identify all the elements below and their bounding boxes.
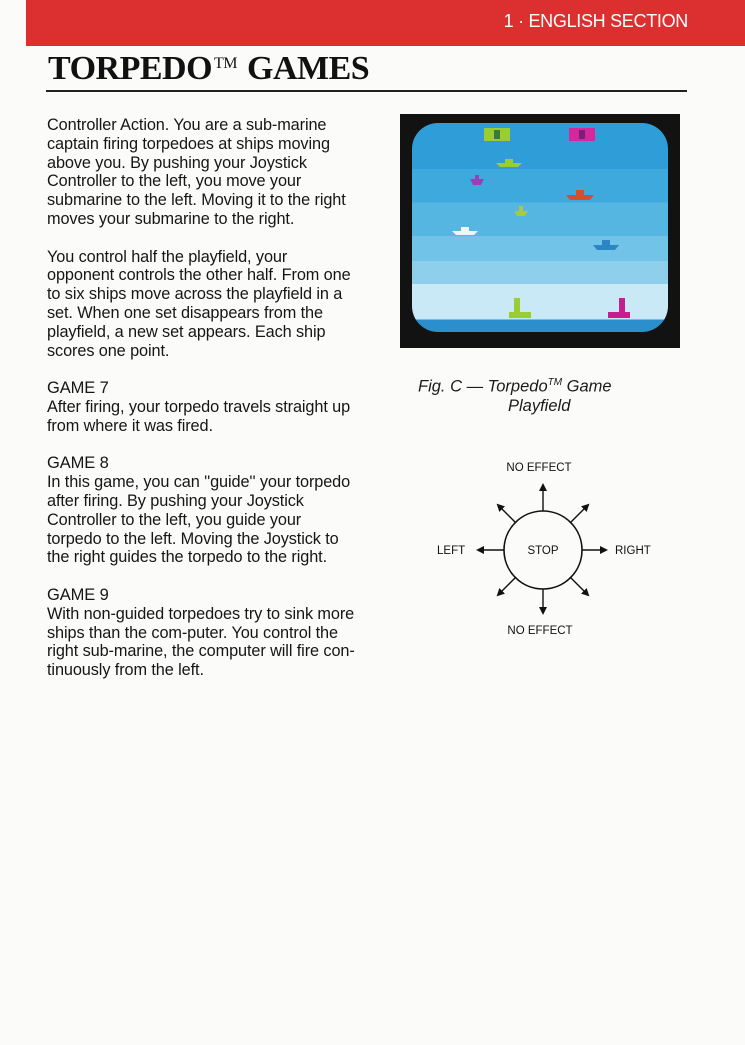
game-8-heading: GAME 8 — [47, 454, 109, 473]
caption-line-2: Playfield — [508, 396, 571, 415]
ship-lime — [514, 206, 528, 216]
intro-lead: Controller Action. — [47, 116, 170, 134]
ship-blue — [593, 240, 619, 250]
header-bar: 1 · ENGLISH SECTION — [26, 0, 745, 46]
game-7-section: GAME 7 After firing, your torpedo travel… — [47, 379, 357, 435]
section-label: 1 · ENGLISH SECTION — [503, 11, 689, 31]
submarine-left — [509, 298, 531, 318]
title-trademark: TM — [214, 55, 238, 72]
playfield-screen — [412, 123, 668, 332]
title-suffix: GAMES — [247, 50, 370, 87]
arrow-up-right — [569, 503, 590, 524]
joystick-diagram: NO EFFECT NO EFFECT LEFT RIGHT STOP — [437, 462, 651, 637]
label-no-effect-bottom: NO EFFECT — [507, 625, 572, 637]
left-score-digit — [494, 130, 500, 139]
intro-paragraph-1: Controller Action. You are a sub-marine … — [47, 116, 357, 229]
ship-red — [566, 190, 594, 200]
label-left: LEFT — [437, 545, 465, 557]
arrow-up-left — [496, 503, 517, 524]
label-stop: STOP — [527, 545, 558, 557]
ship-white — [452, 227, 478, 235]
game-9-text: With non-guided torpedoes try to sink mo… — [47, 604, 355, 680]
arrow-down-right — [569, 576, 590, 597]
right-score-digit — [579, 130, 585, 139]
ship-purple — [470, 175, 484, 185]
title-main: TORPEDO — [48, 50, 213, 87]
label-no-effect-top: NO EFFECT — [506, 462, 571, 474]
game-9-section: GAME 9 With non-guided torpedoes try to … — [47, 586, 357, 680]
playfield-screenshot — [400, 114, 680, 348]
caption-trademark: TM — [547, 377, 563, 388]
label-right: RIGHT — [615, 545, 651, 557]
ship-green — [496, 159, 522, 167]
submarine-right — [608, 298, 630, 318]
arrow-down-left — [496, 576, 517, 597]
body-column: Controller Action. You are a sub-marine … — [47, 116, 357, 699]
caption-line-1: Fig. C — Torpedo — [418, 377, 548, 396]
intro-text: You are a sub-marine captain firing torp… — [47, 116, 346, 228]
title-rule — [46, 90, 687, 92]
game-7-heading: GAME 7 — [47, 379, 109, 398]
game-9-heading: GAME 9 — [47, 585, 109, 604]
game-8-text: In this game, you can ''guide'' your tor… — [47, 473, 351, 567]
intro-paragraph-2: You control half the playfield, your opp… — [47, 247, 351, 360]
game-7-text: After firing, your torpedo travels strai… — [47, 397, 351, 435]
game-8-section: GAME 8 In this game, you can ''guide'' y… — [47, 454, 357, 567]
caption-game: Game — [562, 377, 612, 396]
